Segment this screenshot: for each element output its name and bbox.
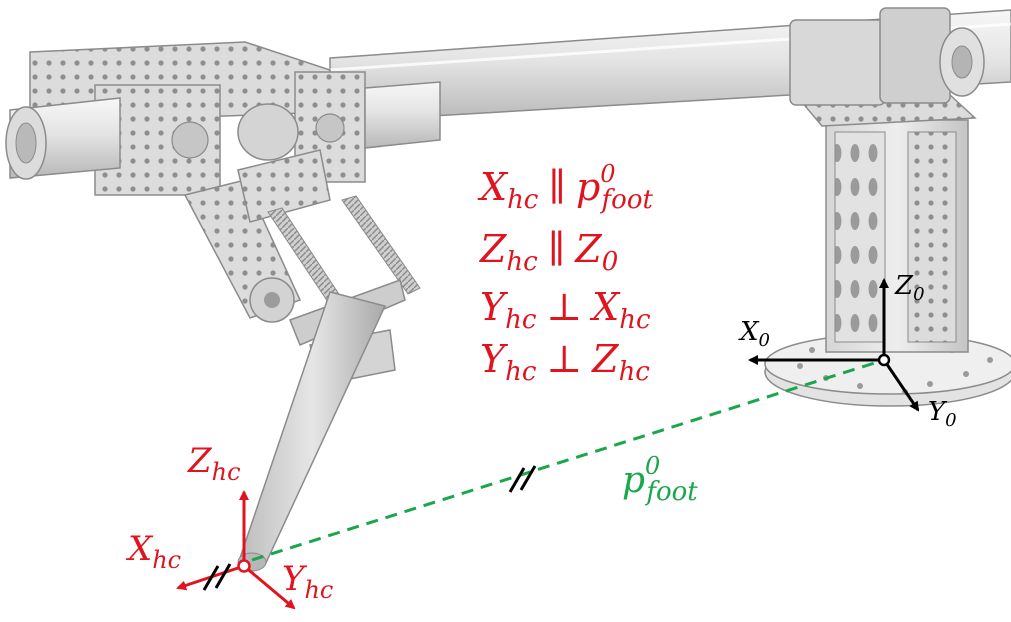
- world-frame: [748, 278, 920, 412]
- equation-line: Yhc⊥Zhc: [480, 337, 650, 387]
- foot-position-vector: [251, 358, 885, 562]
- z0-label: Z0: [894, 271, 925, 305]
- robot-leg-model: [5, 7, 1011, 572]
- foot-parallel-mark-icon: [202, 563, 232, 591]
- parallel-mark-icon: [508, 465, 537, 493]
- y0-label: Y0: [928, 397, 957, 431]
- x0-label: X0: [738, 317, 770, 351]
- y-hc-axis: [243, 564, 296, 610]
- foot-frame: [176, 490, 296, 610]
- y-hc-label: Yhc: [282, 559, 333, 604]
- equation-line: Zhc∥Z0: [479, 227, 618, 277]
- z-hc-label: Zhc: [187, 441, 241, 486]
- x-hc-label: Xhc: [125, 529, 181, 574]
- y0-axis: [882, 359, 920, 412]
- equation-line: Yhc⊥Xhc: [480, 285, 651, 335]
